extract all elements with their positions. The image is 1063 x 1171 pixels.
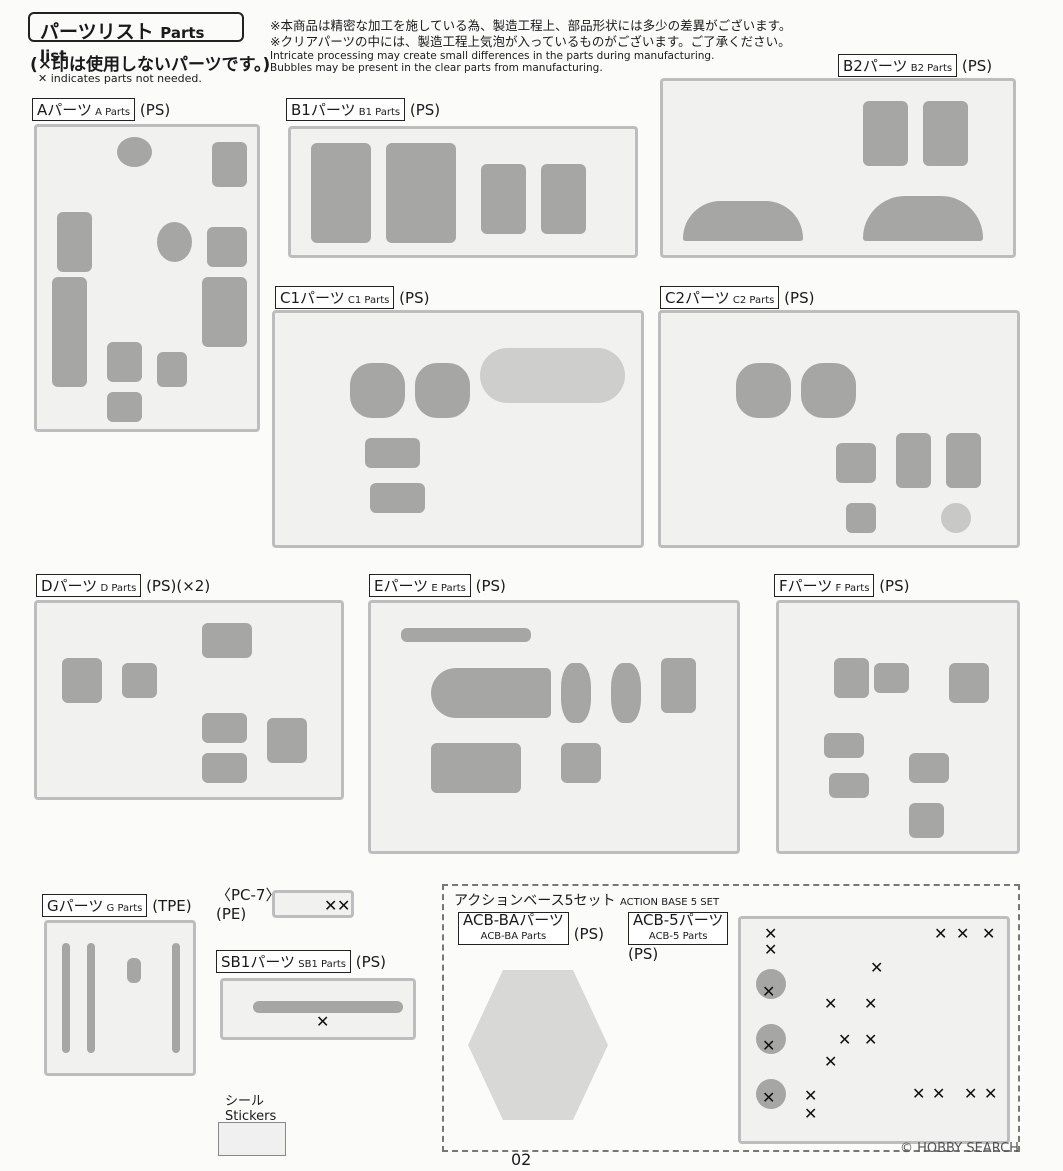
- sprue-a: [34, 124, 260, 432]
- action-base-box: アクションベース5セット ACTION BASE 5 SET: [442, 884, 1020, 1152]
- section-label-f: Fパーツ F Parts (PS): [774, 574, 909, 597]
- sprue-acb-5: [738, 916, 1010, 1144]
- sprue-d: [34, 600, 344, 800]
- not-needed-mark: ✕: [932, 1084, 946, 1103]
- parts-list-title: パーツリスト Parts list: [28, 12, 244, 65]
- not-needed-mark: ✕: [934, 924, 948, 943]
- note-line2-ja: ※クリアパーツの中には、製造工程上気泡が入っているものがございます。ご了承くださ…: [270, 34, 791, 49]
- not-needed-mark: ✕: [964, 1084, 978, 1103]
- not-needed-mark: ✕: [864, 994, 878, 1013]
- watermark: © HOBBY SEARCH: [900, 1141, 1019, 1156]
- title-en: Parts list: [40, 24, 205, 65]
- section-label-d: Dパーツ D Parts (PS)(×2): [36, 574, 210, 597]
- sprue-sb1: [220, 978, 416, 1040]
- not-needed-mark: ✕: [764, 940, 778, 959]
- section-label-b2: B2パーツ B2 Parts (PS): [838, 54, 992, 77]
- not-needed-mark: ✕: [838, 1030, 852, 1049]
- title-ja: パーツリスト: [40, 21, 154, 43]
- sprue-c1: [272, 310, 644, 548]
- not-needed-note-en: ✕ indicates parts not needed.: [38, 72, 202, 85]
- not-needed-mark: ✕: [804, 1104, 818, 1123]
- section-label-sb1: SB1パーツ SB1 Parts (PS): [216, 950, 386, 973]
- not-needed-mark: ✕: [324, 896, 338, 915]
- not-needed-mark: ✕: [804, 1086, 818, 1105]
- not-needed-mark: ✕: [824, 1052, 838, 1071]
- page-number: 02: [511, 1150, 532, 1169]
- sprue-b1: [288, 126, 638, 258]
- not-needed-mark: ✕: [762, 1088, 776, 1107]
- sprue-f: [776, 600, 1020, 854]
- not-needed-mark: ✕: [870, 958, 884, 977]
- not-needed-mark: ✕: [824, 994, 838, 1013]
- note-line2-en: Bubbles may be present in the clear part…: [270, 62, 603, 74]
- not-needed-mark: ✕: [912, 1084, 926, 1103]
- manufacturing-notes: ※本商品は精密な加工を施している為、製造工程上、部品形状には多少の差異がございま…: [270, 18, 791, 74]
- section-label-c1: C1パーツ C1 Parts (PS): [275, 286, 429, 309]
- sticker-sheet: [218, 1122, 286, 1156]
- section-label-a: Aパーツ A Parts (PS): [32, 98, 170, 121]
- not-needed-mark: ✕: [316, 1012, 330, 1031]
- section-label-g: Gパーツ G Parts (TPE): [42, 894, 192, 917]
- not-needed-mark: ✕: [982, 924, 996, 943]
- section-label-c2: C2パーツ C2 Parts (PS): [660, 286, 814, 309]
- note-line1-en: Intricate processing may create small di…: [270, 50, 715, 62]
- section-label-b1: B1パーツ B1 Parts (PS): [286, 98, 440, 121]
- section-label-e: Eパーツ E Parts (PS): [369, 574, 506, 597]
- not-needed-mark: ✕: [764, 924, 778, 943]
- sprue-g: [44, 920, 196, 1076]
- section-label-pc7: 〈PC-7〉 (PE): [216, 886, 281, 923]
- sprue-c2: [658, 310, 1020, 548]
- not-needed-note-ja: (✕印は使用しないパーツです。): [30, 55, 271, 75]
- not-needed-mark: ✕: [864, 1030, 878, 1049]
- note-line1-ja: ※本商品は精密な加工を施している為、製造工程上、部品形状には多少の差異がございま…: [270, 18, 792, 33]
- section-label-acb-ba: ACB-BAパーツ ACB-BA Parts (PS): [458, 912, 604, 945]
- not-needed-mark: ✕: [337, 896, 351, 915]
- not-needed-mark: ✕: [762, 982, 776, 1001]
- not-needed-mark: ✕: [984, 1084, 998, 1103]
- not-needed-mark: ✕: [762, 1036, 776, 1055]
- not-needed-mark: ✕: [956, 924, 970, 943]
- sprue-e: [368, 600, 740, 854]
- section-label-acb-5: ACB-5パーツ ACB-5 Parts (PS): [628, 912, 729, 963]
- stickers-label: シール Stickers: [225, 1094, 277, 1124]
- sprue-pc7: [272, 890, 354, 918]
- action-base-title: アクションベース5セット ACTION BASE 5 SET: [454, 893, 720, 909]
- sprue-b2: [660, 78, 1016, 258]
